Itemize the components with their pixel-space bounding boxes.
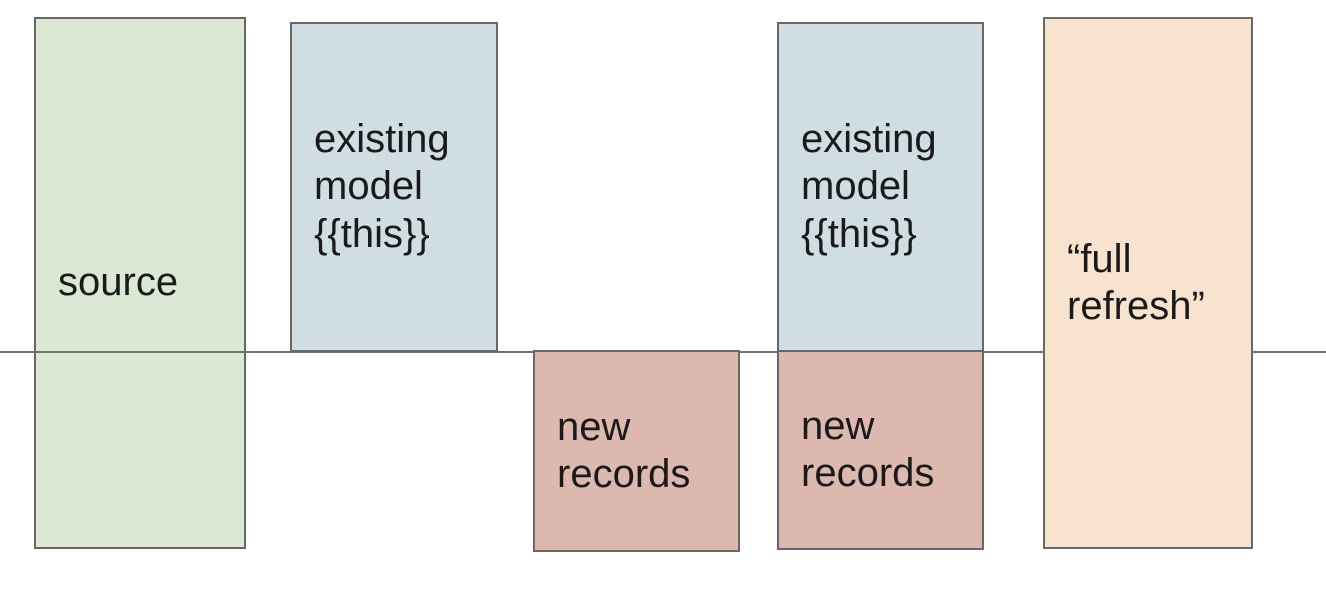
existing-model-box-2: existing model {{this}}: [777, 22, 984, 352]
full-refresh-box-label: “full refresh”: [1067, 236, 1205, 328]
existing-model-box-1-label: existing model {{this}}: [314, 117, 450, 256]
new-records-box-1-label: new records: [557, 404, 691, 496]
new-records-box-1: new records: [533, 350, 740, 552]
new-records-box-2-label: new records: [801, 403, 935, 495]
source-box: source: [34, 17, 246, 549]
full-refresh-box: “full refresh”: [1043, 17, 1253, 549]
existing-model-box-2-label: existing model {{this}}: [801, 117, 937, 256]
existing-model-box-1: existing model {{this}}: [290, 22, 498, 352]
new-records-box-2: new records: [777, 350, 984, 550]
source-box-label: source: [58, 260, 179, 305]
